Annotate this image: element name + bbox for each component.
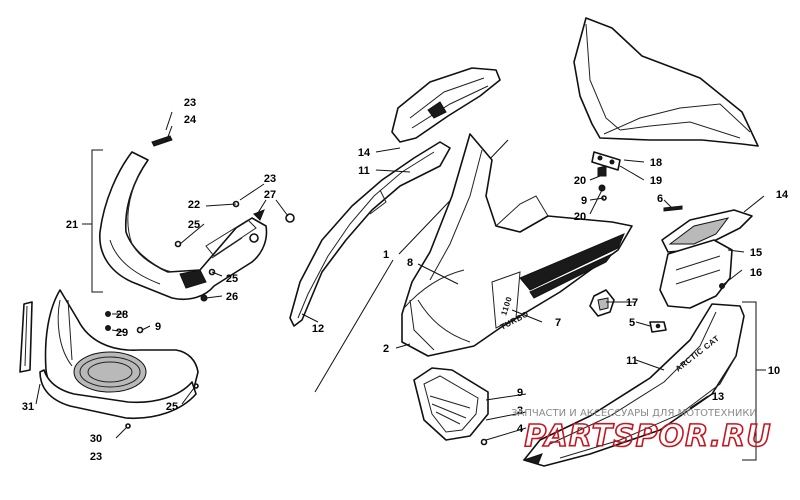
callout-label: 20 [574, 175, 586, 187]
callout-label: 24 [184, 114, 197, 126]
callout-label: 23 [184, 97, 196, 109]
watermark-tagline: ЗАПЧАСТИ И АКСЕССУАРЫ ДЛЯ МОТОТЕХНИКИ [511, 408, 757, 419]
callout-label: 16 [750, 267, 762, 279]
callout-label: 19 [650, 175, 662, 187]
callout-label: 30 [90, 433, 102, 445]
callout-label: 9 [517, 387, 523, 399]
clip-6 [663, 205, 683, 212]
callout-label: 8 [407, 257, 413, 269]
callout-label: 22 [188, 199, 200, 211]
callout-label: 10 [768, 365, 780, 377]
callout-label: 31 [22, 401, 34, 413]
callout-label: 7 [555, 317, 561, 329]
headlight-housing [413, 367, 489, 446]
hood: 1100 TURBO [401, 133, 633, 357]
callout-label: 14 [358, 147, 371, 159]
callout-label: 1 [383, 249, 389, 261]
callout-label: 6 [657, 193, 663, 205]
callout-label: 4 [517, 423, 524, 435]
callout-label: 11 [626, 355, 638, 367]
bumper-strip [19, 301, 33, 373]
callout-label: 25 [226, 273, 238, 285]
callout-label: 23 [264, 173, 276, 185]
callout-label: 23 [90, 451, 102, 463]
callout-label: 29 [116, 327, 128, 339]
callout-label: 27 [264, 189, 276, 201]
callout-label: 21 [66, 219, 78, 231]
callout-label: 13 [712, 391, 724, 403]
callout-label: 12 [312, 323, 324, 335]
callout-label: 11 [358, 165, 370, 177]
lower-bumper [39, 289, 199, 420]
callout-label: 5 [629, 317, 635, 329]
callout-label: 14 [776, 189, 789, 201]
callout-label: 26 [226, 291, 238, 303]
windshield [573, 17, 759, 147]
callout-label: 15 [750, 247, 762, 259]
callout-label: 3 [517, 405, 523, 417]
callout-label: 20 [574, 211, 586, 223]
leader-lines [35, 111, 765, 441]
callout-label: 18 [650, 157, 662, 169]
callout-label: 9 [155, 321, 161, 333]
callout-label: 25 [188, 219, 200, 231]
side-vent-cover [659, 209, 753, 309]
bracket-parts [589, 289, 667, 333]
nose-cone-assembly [99, 151, 268, 301]
callout-labels: 23 24 21 22 25 23 27 25 26 28 29 9 31 25… [22, 97, 789, 463]
watermark-brand: PARTSPOR.RU [524, 419, 771, 454]
callout-label: 9 [581, 195, 587, 207]
lower-side-panel: ARCTIC CAT [522, 303, 745, 467]
callout-label: 28 [116, 309, 128, 321]
watermark: ЗАПЧАСТИ И АКСЕССУАРЫ ДЛЯ МОТОТЕХНИКИ PA… [511, 408, 771, 455]
callout-label: 2 [383, 343, 389, 355]
callout-label: 17 [626, 297, 638, 309]
callout-label: 25 [166, 401, 178, 413]
windshield-hardware [591, 151, 621, 201]
upper-light-cover [391, 67, 501, 143]
